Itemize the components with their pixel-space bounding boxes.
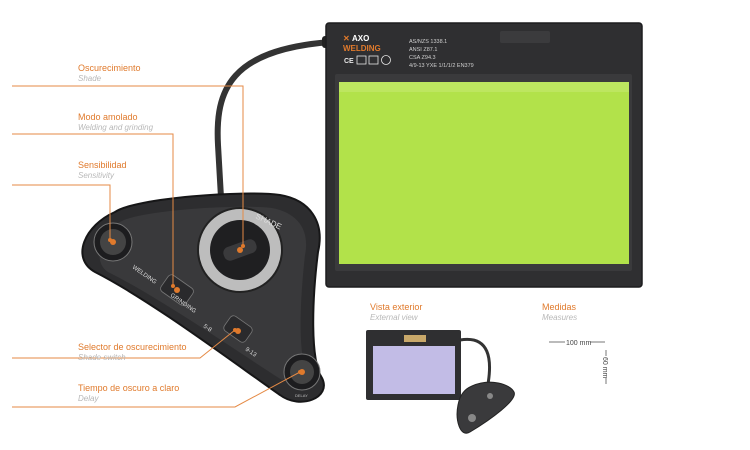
svg-text:60 mm: 60 mm xyxy=(601,357,608,379)
callout-subtitle: Delay xyxy=(78,394,99,403)
callout-shade: Oscurecimiento Shade xyxy=(78,63,141,84)
external-view-label: Vista exterior External view xyxy=(370,302,422,323)
callout-subtitle: Shade xyxy=(78,74,102,83)
callout-subtitle: Shade switch xyxy=(78,353,126,362)
range-low-label: 5-8 xyxy=(202,324,213,334)
external-view-illustration xyxy=(366,330,515,434)
lens-window xyxy=(339,82,629,264)
svg-text:WELDING: WELDING xyxy=(343,44,381,53)
callout-dots xyxy=(108,238,302,374)
callout-sensitivity: Sensibilidad Sensitivity xyxy=(78,160,127,181)
approval-icon xyxy=(381,55,391,65)
callout-delay: Tiempo de oscuro a claro Delay xyxy=(78,383,179,404)
axo-welding-logo: ✕ AXO WELDING xyxy=(343,34,381,53)
measures-diagram: 100 mm 60 mm xyxy=(549,340,608,384)
callout-grinding-mode: Modo amolado Welding and grinding xyxy=(78,112,153,133)
measures-label: Medidas Measures xyxy=(542,302,577,323)
callout-shade-switch: Selector de oscurecimiento Shade switch xyxy=(78,342,187,363)
svg-text:AXO: AXO xyxy=(352,34,369,43)
label-subtitle: Measures xyxy=(542,313,578,322)
svg-text:✕: ✕ xyxy=(343,34,350,43)
callout-title: Tiempo de oscuro a claro xyxy=(78,383,180,393)
shade-dial[interactable] xyxy=(197,207,283,293)
label-title: Medidas xyxy=(542,302,577,312)
spec-line: CSA Z94.3 xyxy=(409,55,436,61)
info-icon xyxy=(368,55,379,65)
certification-icons: CE xyxy=(344,55,391,65)
spec-line: AS/NZS 1338.1 xyxy=(409,39,447,45)
callout-lines xyxy=(12,85,301,408)
welding-grinding-switch[interactable] xyxy=(159,273,195,307)
auto-darkening-filter: ✕ AXO WELDING CE AS/NZS 1338.1 ANSI Z87.… xyxy=(325,22,643,288)
callout-title: Sensibilidad xyxy=(78,160,127,170)
label-title: Vista exterior xyxy=(370,302,423,312)
callout-title: Modo amolado xyxy=(78,112,138,122)
cable xyxy=(214,39,333,218)
sensitivity-knob[interactable] xyxy=(93,222,133,262)
spec-line: 4/9-13 YXE 1/1/1/2 EN379 xyxy=(409,63,474,69)
callout-title: Selector de oscurecimiento xyxy=(78,342,187,352)
callout-subtitle: Sensitivity xyxy=(78,171,115,180)
spec-line: ANSI Z87.1 xyxy=(409,47,437,53)
delay-label: DELAY xyxy=(295,393,308,398)
control-module: SHADE WELDING GRINDING 5-8 9-13 DELAY xyxy=(81,192,325,403)
label-subtitle: External view xyxy=(370,313,418,322)
manual-icon xyxy=(356,55,367,65)
callout-title: Oscurecimiento xyxy=(78,63,141,73)
svg-text:100 mm: 100 mm xyxy=(566,340,591,347)
ce-mark-icon: CE xyxy=(344,58,354,65)
callout-subtitle: Welding and grinding xyxy=(78,123,154,132)
